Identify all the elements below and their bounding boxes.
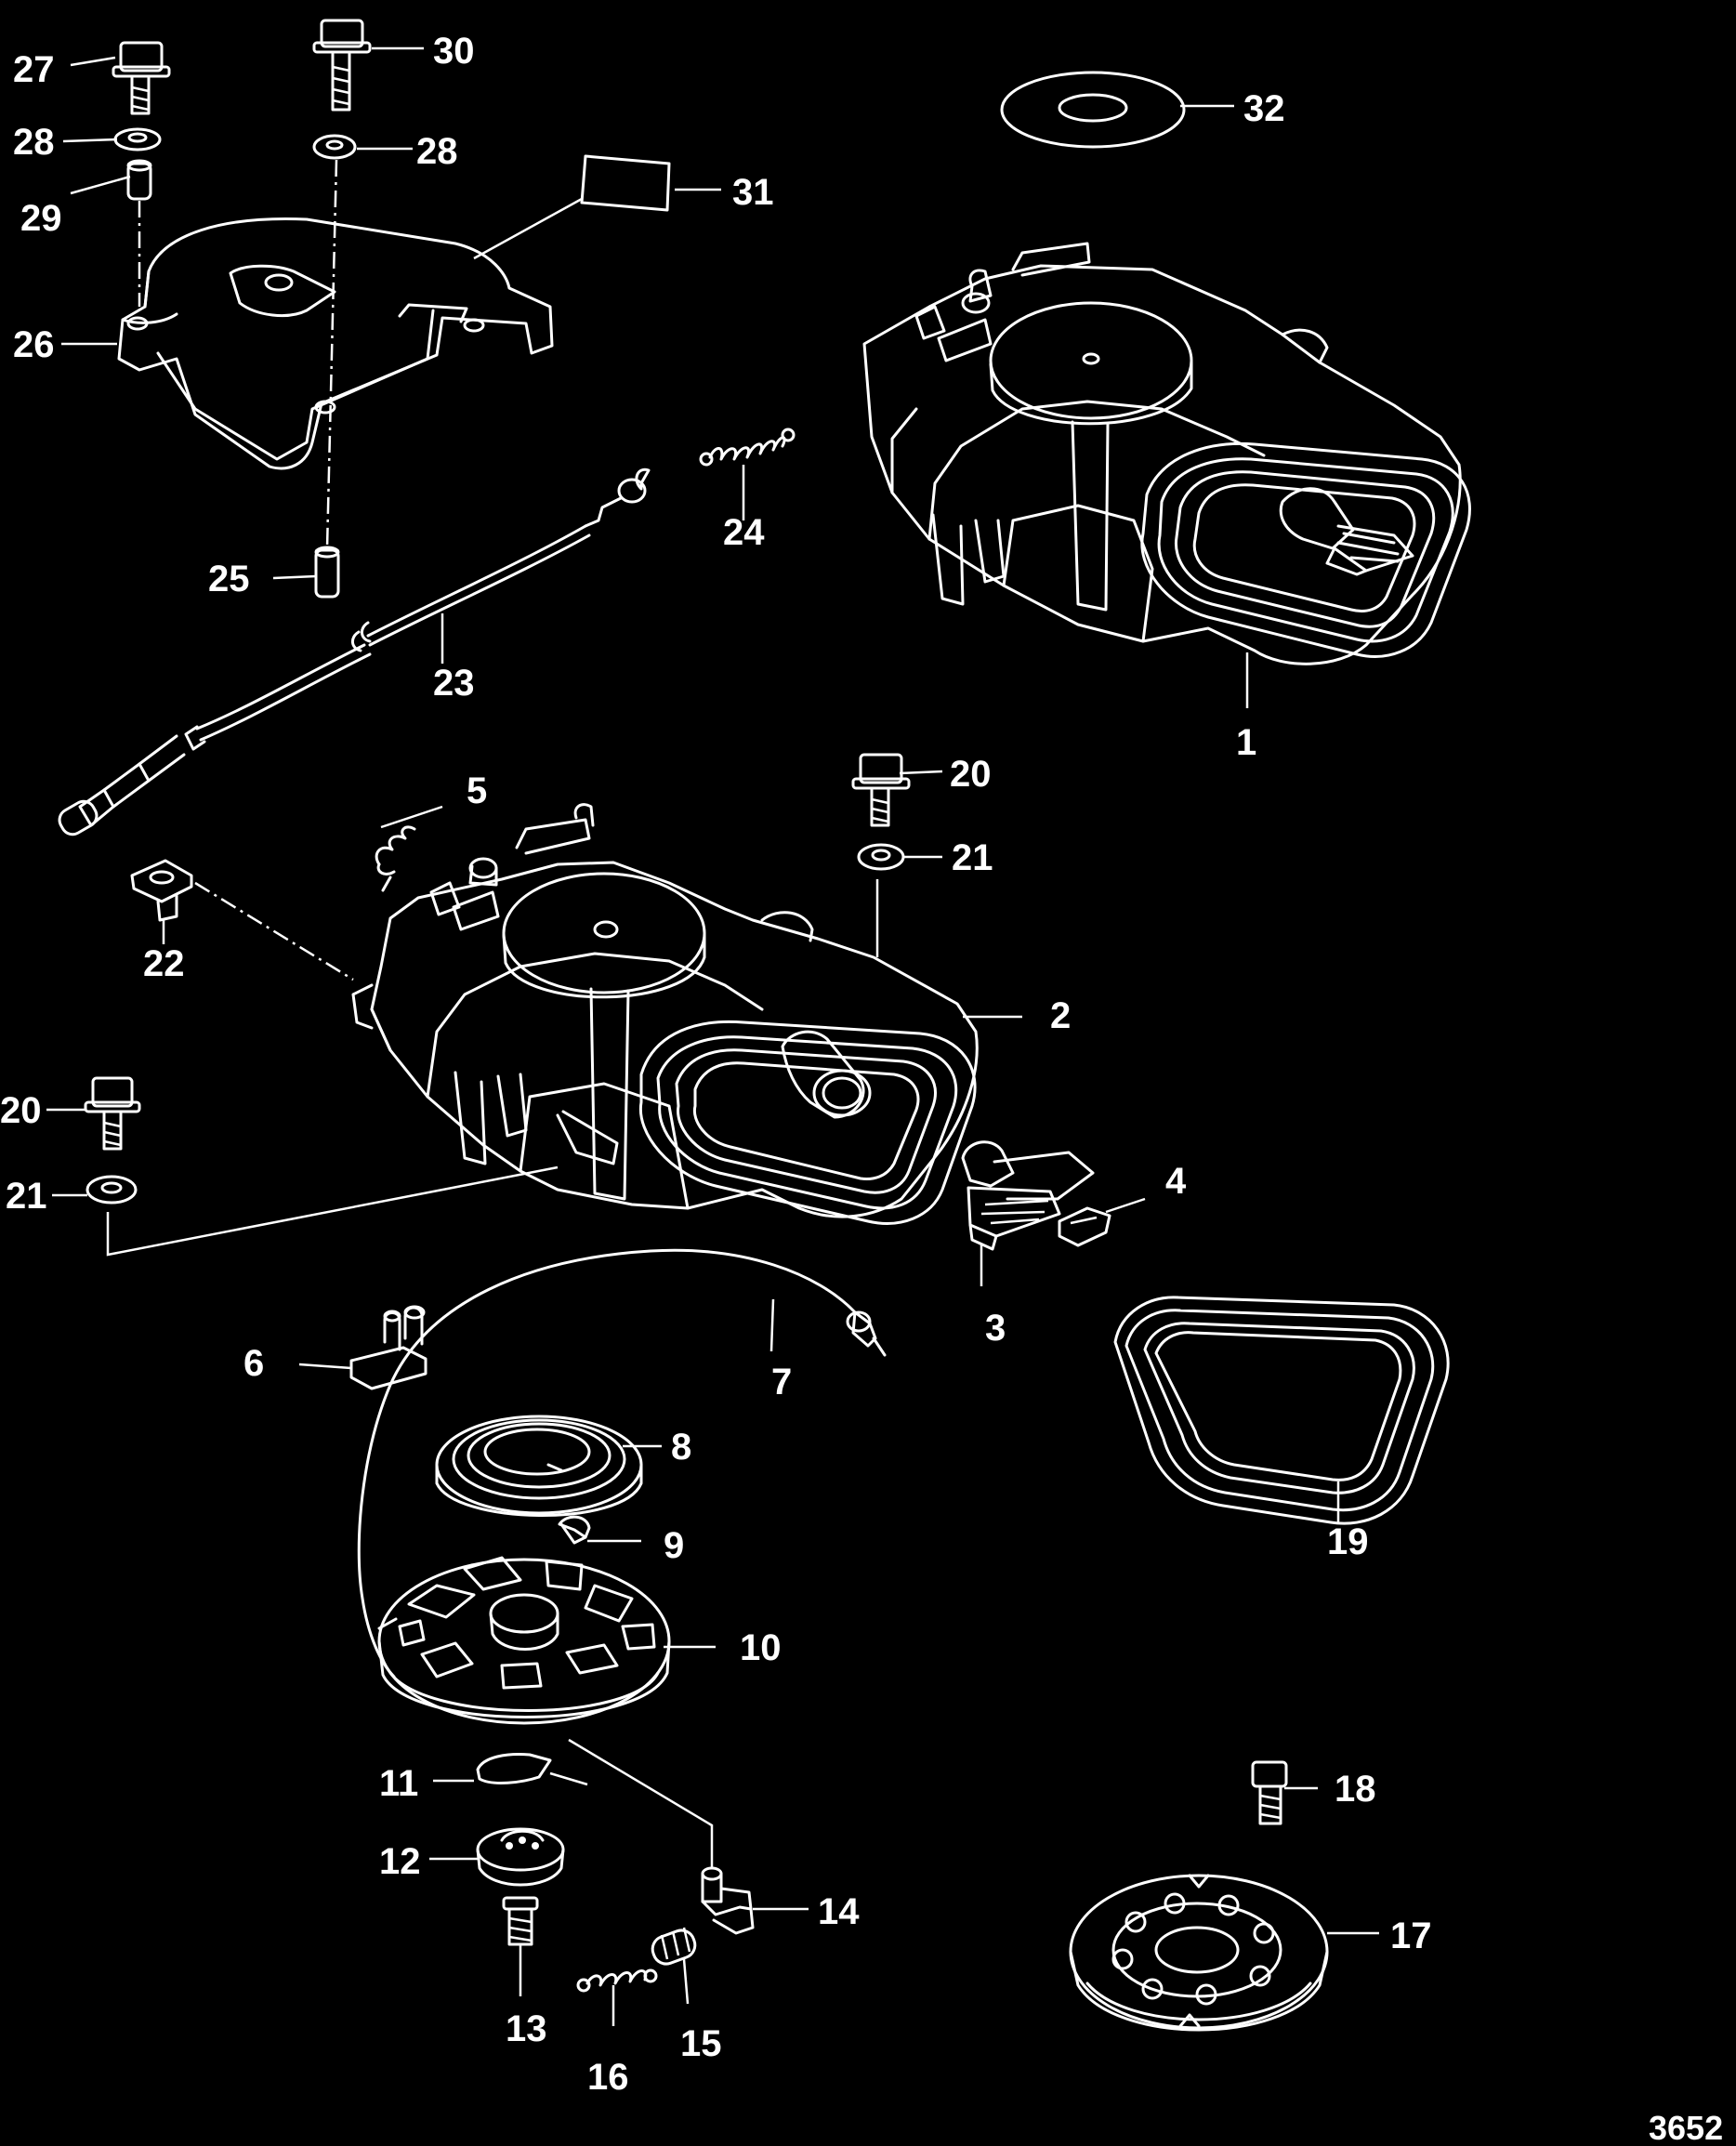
callout-14: 14	[818, 1891, 860, 1932]
part-18-screw	[1251, 1760, 1288, 1825]
part-2-starter-housing	[351, 803, 979, 1225]
leader-11-to-14	[549, 1771, 588, 1786]
callout-6: 6	[243, 1343, 264, 1384]
callout-12: 12	[379, 1841, 421, 1882]
part-30-bolt	[312, 19, 372, 112]
callout-20-left: 20	[0, 1090, 42, 1131]
figure-number: 3652	[1649, 2109, 1723, 2146]
part-26-cover-plate	[117, 217, 554, 470]
part-19-seal	[1113, 1296, 1450, 1525]
part-11-pawl	[476, 1753, 552, 1784]
callout-21-right: 21	[952, 837, 993, 878]
callout-25: 25	[208, 559, 250, 599]
callout-20-right: 20	[950, 754, 992, 795]
connection-21-to-housing-left	[106, 1165, 559, 1257]
callout-15: 15	[680, 2023, 722, 2064]
part-21-washer-left	[85, 1175, 138, 1205]
part-10-pulley	[377, 1556, 671, 1725]
callout-1: 1	[1236, 722, 1256, 763]
leader-31-to-26	[473, 197, 583, 260]
part-3-handle	[961, 1140, 1095, 1251]
part-1-starter-assembly	[862, 242, 1471, 665]
callout-7: 7	[771, 1362, 792, 1402]
leader-pulley-to-14	[568, 1738, 714, 1868]
part-24-spring	[699, 428, 796, 467]
callout-23: 23	[433, 663, 475, 704]
callout-28-left: 28	[13, 122, 55, 163]
part-16-spring	[576, 1968, 658, 1993]
part-27-bolt	[112, 41, 171, 115]
callout-2: 2	[1050, 995, 1071, 1036]
callout-24: 24	[723, 512, 765, 553]
alignment-line-22-2	[194, 881, 354, 981]
callout-32: 32	[1243, 88, 1285, 129]
callout-31: 31	[732, 172, 774, 213]
callout-17: 17	[1390, 1916, 1432, 1956]
part-4-insert	[1058, 1206, 1111, 1247]
part-5-spring	[375, 825, 416, 892]
callout-10: 10	[740, 1627, 782, 1668]
alignment-line-30-25	[325, 159, 338, 549]
part-20-bolt-left	[84, 1076, 141, 1151]
part-9-clip	[558, 1515, 591, 1545]
callout-labels: 27 28 29 26 30 28 31 32 25 23 24 1 5 22 …	[0, 31, 1432, 2098]
callout-30: 30	[433, 31, 475, 72]
callout-29: 29	[20, 198, 62, 239]
part-12-retainer	[476, 1827, 565, 1887]
leader-lines	[46, 46, 1379, 2026]
callout-18: 18	[1335, 1769, 1376, 1810]
callout-16: 16	[587, 2057, 629, 2098]
callout-3: 3	[985, 1308, 1006, 1349]
part-32-decal-disc	[1000, 71, 1186, 149]
part-25-sleeve	[314, 546, 340, 599]
callout-13: 13	[506, 2008, 547, 2049]
part-28-washer-right	[312, 134, 357, 160]
callout-21-left: 21	[6, 1176, 47, 1217]
callout-19: 19	[1327, 1521, 1369, 1562]
part-14-pawl-bracket	[701, 1866, 755, 1935]
callout-5: 5	[467, 770, 487, 811]
part-21-washer-right	[857, 843, 905, 871]
part-23-cable	[58, 467, 651, 836]
part-13-screw	[502, 1896, 539, 1946]
callout-9: 9	[664, 1525, 684, 1566]
part-29-sleeve	[126, 159, 152, 201]
callout-8: 8	[671, 1427, 691, 1468]
part-31-decal	[580, 154, 671, 212]
callout-26: 26	[13, 324, 55, 365]
part-17-starter-cup	[1069, 1874, 1329, 2032]
part-20-bolt-right	[851, 753, 911, 827]
callout-11: 11	[379, 1763, 418, 1804]
callout-4: 4	[1165, 1161, 1187, 1202]
callout-22: 22	[143, 943, 185, 984]
part-7-rope	[357, 1248, 887, 1679]
part-8-recoil-spring	[435, 1415, 643, 1517]
part-28-washer-left	[113, 127, 162, 151]
part-22-clip	[130, 859, 193, 922]
part-6-rope-guide	[349, 1305, 427, 1390]
callout-27: 27	[13, 49, 55, 90]
part-15-spring	[651, 1927, 697, 1966]
callout-28-right: 28	[416, 131, 458, 172]
